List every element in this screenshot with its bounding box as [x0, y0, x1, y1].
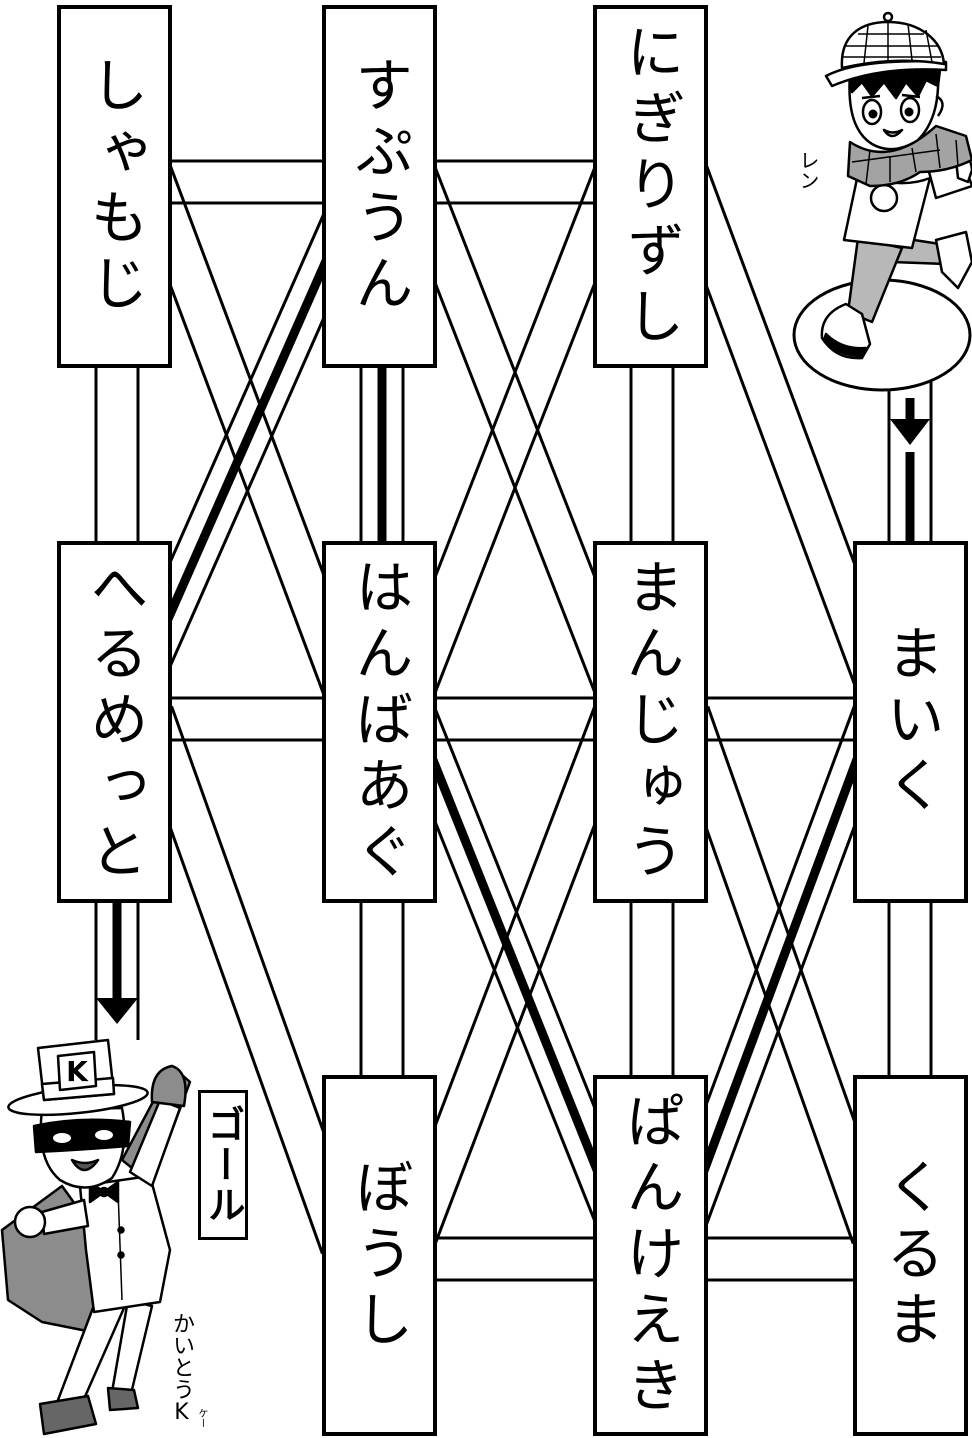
word-box-kuruma: くるま	[853, 1075, 968, 1436]
start-arrow-icon	[890, 398, 930, 445]
start-character-name: レン	[796, 150, 820, 190]
word-box-manjuu: まんじゅう	[593, 541, 708, 903]
goal-character-name-ruby: ケー	[196, 1408, 207, 1428]
solution-path-segment	[143, 213, 351, 667]
word-text: ぱんけえき	[616, 1090, 685, 1421]
goal-label: ゴール	[201, 1105, 245, 1225]
word-box-hanbaagu: はんばあぐ	[322, 541, 437, 903]
word-text: にぎりずし	[616, 21, 685, 352]
word-text: くるま	[876, 1156, 945, 1355]
word-box-shamoji: しゃもじ	[57, 5, 172, 368]
word-text: まいく	[876, 623, 945, 821]
word-box-maiku: まいく	[853, 541, 968, 903]
goal-arrow-icon	[96, 998, 138, 1024]
solution-path	[112, 213, 915, 1218]
solution-path-segment	[682, 712, 879, 1218]
word-text: へるめっと	[80, 557, 149, 887]
word-text: ぼうし	[345, 1156, 414, 1355]
goal-character-name: かいとうK	[169, 1312, 194, 1425]
word-text: まんじゅう	[616, 557, 685, 887]
word-text: すぷうん	[345, 54, 414, 319]
word-text: はんばあぐ	[345, 557, 414, 887]
word-box-nigirizushi: にぎりずし	[593, 5, 708, 368]
word-box-supuun: すぷうん	[322, 5, 437, 368]
word-text: しゃもじ	[80, 54, 149, 319]
solution-path-segment	[410, 712, 620, 1218]
word-box-herumetto: へるめっと	[57, 541, 172, 903]
word-box-pankeeki: ぱんけえき	[593, 1075, 708, 1436]
word-box-boushi: ぼうし	[322, 1075, 437, 1436]
goal-label-box: ゴール	[198, 1090, 248, 1240]
